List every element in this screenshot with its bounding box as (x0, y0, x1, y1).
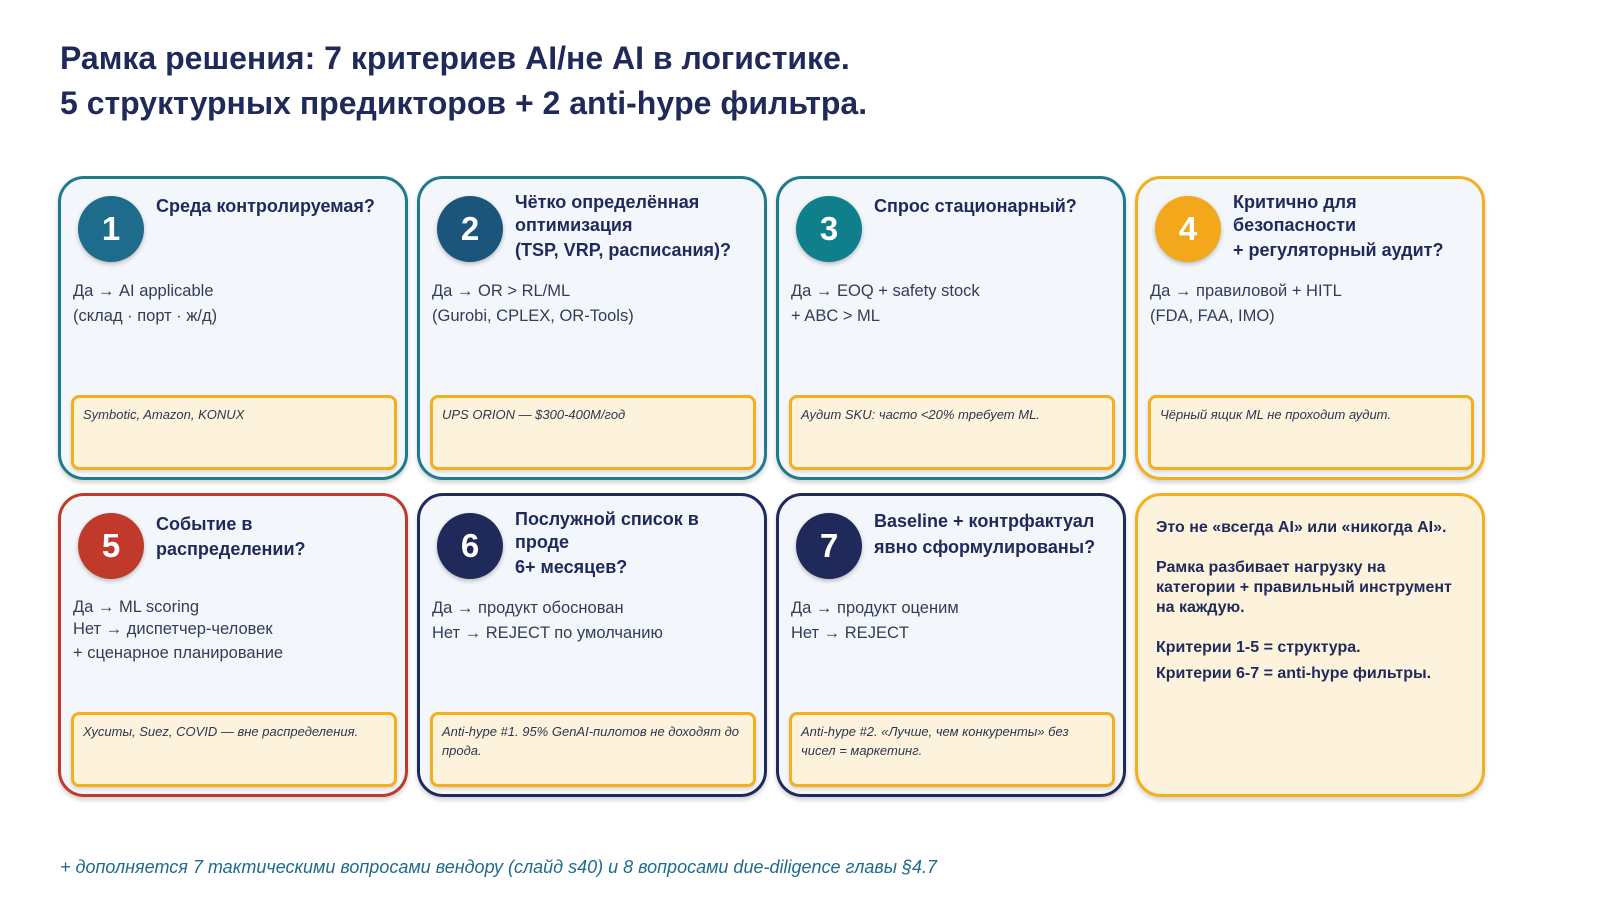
summary-card: Это не «всегда AI» или «никогда AI». Рам… (1135, 493, 1485, 797)
criterion-card-1: 1 Среда контролируемая? Да → AI applicab… (58, 176, 408, 480)
criterion-answer: Да → правиловой + HITL (FDA, FAA, IMO) (1150, 282, 1342, 325)
summary-text-3: Критерии 1-5 = структура. (1156, 639, 1361, 656)
title-line-2: 5 структурных предикторов + 2 anti-hype … (60, 85, 868, 121)
summary-text-2: Рамка разбивает нагрузку на категории + … (1156, 559, 1452, 616)
criterion-example-note: Anti-hype #1. 95% GenAI-пилотов не доход… (430, 712, 756, 787)
criterion-example-note: Symbotic, Amazon, KONUX (71, 395, 397, 470)
criterion-answer: Да → OR > RL/ML (Gurobi, CPLEX, OR-Tools… (432, 282, 634, 325)
criterion-question: Спрос стационарный? (874, 196, 1077, 216)
criterion-number-badge: 5 (78, 513, 144, 579)
criterion-answer: Да → ML scoring Нет → диспетчер-человек … (73, 598, 284, 662)
criterion-answer: Да → AI applicable (склад · порт · ж/д) (73, 282, 218, 325)
criterion-example-note: Чёрный ящик ML не проходит аудит. (1148, 395, 1474, 470)
criterion-number-badge: 3 (796, 196, 862, 262)
criterion-example-note: Аудит SKU: часто <20% требует ML. (789, 395, 1115, 470)
criterion-example-note: Anti-hype #2. «Лучше, чем конкуренты» бе… (789, 712, 1115, 787)
criterion-number-badge: 2 (437, 196, 503, 262)
criterion-question: Среда контролируемая? (156, 196, 375, 216)
criterion-card-7: 7 Baseline + контрфактуал явно сформулир… (776, 493, 1126, 797)
criterion-card-5: 5 Событие в распределении? Да → ML scori… (58, 493, 408, 797)
slide-title: Рамка решения: 7 критериев AI/не AI в ло… (60, 36, 867, 126)
criterion-number-badge: 7 (796, 513, 862, 579)
criterion-question: Чётко определённая оптимизация (TSP, VRP… (515, 192, 731, 260)
criterion-answer: Да → продукт обоснован Нет → REJECT по у… (432, 599, 663, 642)
criterion-card-4: 4 Критично для безопасности + регуляторн… (1135, 176, 1485, 480)
criterion-question: Событие в распределении? (156, 514, 306, 559)
criterion-card-3: 3 Спрос стационарный? Да → EOQ + safety … (776, 176, 1126, 480)
footer-note: + дополняется 7 тактическими вопросами в… (60, 857, 938, 877)
criterion-question: Послужной список в проде 6+ месяцев? (515, 509, 699, 577)
criterion-number-badge: 6 (437, 513, 503, 579)
criterion-card-2: 2 Чётко определённая оптимизация (TSP, V… (417, 176, 767, 480)
criterion-number-badge: 1 (78, 196, 144, 262)
criterion-answer: Да → EOQ + safety stock + ABC > ML (791, 282, 980, 325)
criterion-number-badge: 4 (1155, 196, 1221, 262)
criterion-example-note: Хуситы, Suez, COVID — вне распределения. (71, 712, 397, 787)
criterion-question: Baseline + контрфактуал явно сформулиров… (874, 511, 1096, 557)
summary-text-1: Это не «всегда AI» или «никогда AI». (1156, 519, 1447, 536)
criterion-card-6: 6 Послужной список в проде 6+ месяцев? Д… (417, 493, 767, 797)
criterion-answer: Да → продукт оценим Нет → REJECT (791, 599, 959, 642)
title-line-1: Рамка решения: 7 критериев AI/не AI в ло… (60, 40, 850, 76)
criterion-question: Критично для безопасности + регуляторный… (1233, 192, 1444, 260)
summary-text-4: Критерии 6-7 = anti-hype фильтры. (1156, 665, 1432, 682)
criterion-example-note: UPS ORION — $300-400M/год (430, 395, 756, 470)
